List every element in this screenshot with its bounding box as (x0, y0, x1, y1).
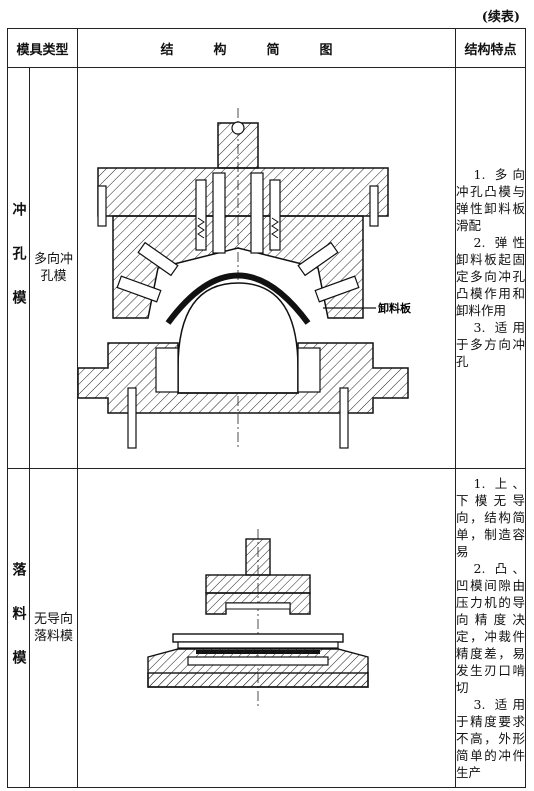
multi-direction-punch-die-drawing: 卸料板 (78, 108, 412, 449)
header-row: 模具类型 结构简图 结构特点 (6, 28, 527, 68)
diagram-cell (77, 468, 457, 788)
continued-label: (续表) (481, 10, 520, 25)
features-cell: 1. 多向冲孔凸模与弹性卸料板滑配 2. 弹性卸料板起固定多向冲孔凸模作用和卸料… (455, 67, 527, 469)
type-cell: 无导向落料模 (28, 468, 79, 788)
category-cell: 落料模 (7, 468, 30, 788)
feature-item: 1. 上、下模无导向，结构简单，制造容易 (456, 476, 526, 559)
table-row: 冲孔模 多向冲孔模 (7, 67, 527, 469)
feature-item: 3. 适用于多方向冲孔 (456, 320, 526, 369)
feature-item: 2. 弹性卸料板起固定多向冲孔凸模作用和卸料作用 (456, 235, 526, 318)
header-features: 结构特点 (455, 28, 527, 68)
stripper-callout-label: 卸料板 (378, 301, 412, 315)
feature-item: 2. 凸、凹模间隙由压力机的导向精度决定，冲裁件精度差，易发生刃口啃切 (456, 561, 526, 695)
header-diagram: 结构简图 (77, 28, 457, 68)
unguided-blanking-die-drawing (147, 529, 369, 709)
mold-table: 模具类型 结构简图 结构特点 冲孔模 多向冲孔模 (6, 28, 527, 788)
feature-item: 1. 多向冲孔凸模与弹性卸料板滑配 (456, 167, 526, 233)
table-row: 落料模 无导向落料模 (7, 468, 527, 788)
category-cell: 冲孔模 (7, 67, 30, 469)
features-cell: 1. 上、下模无导向，结构简单，制造容易 2. 凸、凹模间隙由压力机的导向精度决… (455, 468, 527, 788)
type-cell: 多向冲孔模 (28, 67, 79, 469)
feature-item: 3. 适用于精度要求不高，外形简单的冲件生产 (456, 697, 526, 780)
header-mold-type: 模具类型 (6, 28, 79, 68)
diagram-cell: 卸料板 (77, 67, 457, 469)
